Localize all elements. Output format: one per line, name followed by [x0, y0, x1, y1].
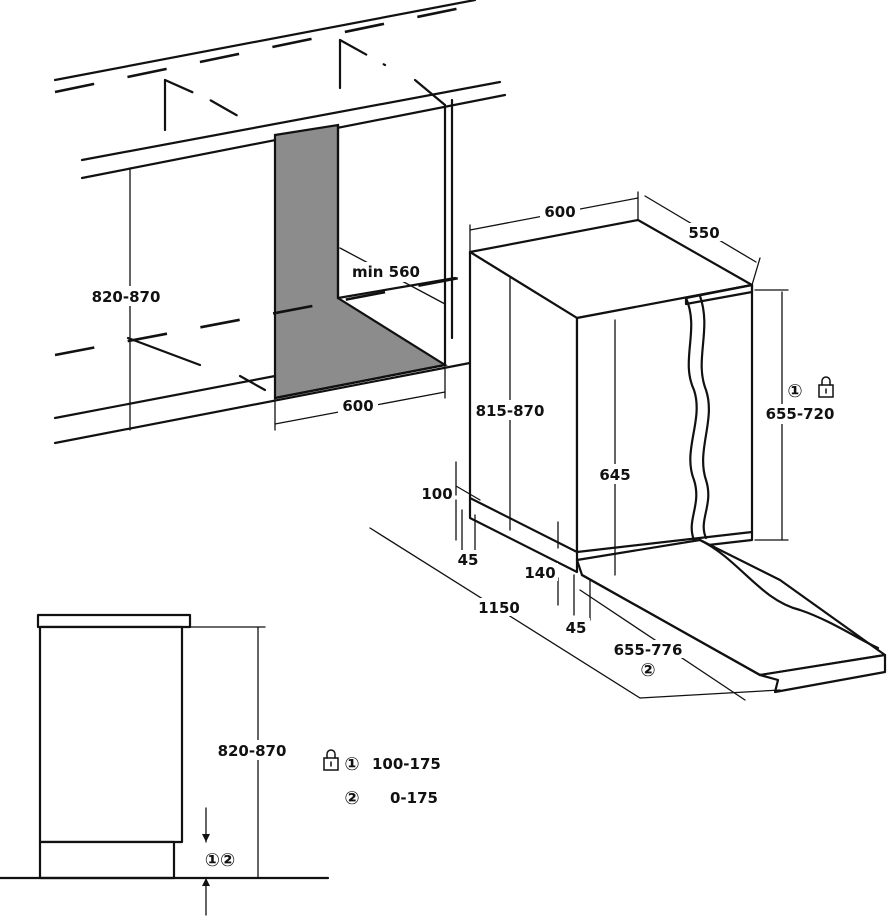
door-height-label: 645	[599, 466, 630, 484]
appliance-depth-ext	[751, 257, 761, 286]
niche-hidden-line-2	[163, 78, 247, 122]
legend-value-1: 100-175	[372, 755, 441, 773]
appliance-depth-label: 550	[688, 224, 719, 242]
niche-hidden-line-5	[413, 78, 447, 107]
total-depth-ext	[639, 689, 781, 699]
plinth-setback-label: 45	[458, 551, 479, 569]
legend: ① 100-175 ② 0-175	[323, 749, 441, 809]
niche-height-label: 820-870	[92, 288, 161, 306]
worktop-back-edge	[54, 3, 476, 94]
niche-width-label: 600	[342, 397, 373, 415]
floor-niche-front	[273, 363, 447, 400]
side-view-plinth	[38, 840, 176, 880]
appliance-view: 600 550 815-870 645 655-720 ① 100	[369, 191, 887, 701]
side-view: 820-870 ①② ① 100-175 ② 0-175	[0, 613, 441, 916]
niche-side-wall	[273, 123, 448, 400]
open-door-panel-edge	[698, 538, 880, 650]
appliance-height-label: 815-870	[476, 402, 545, 420]
open-door-marker: ②	[640, 660, 655, 681]
lock-icon	[323, 749, 339, 771]
lock-icon	[818, 376, 834, 398]
open-door-thickness	[758, 653, 887, 694]
adjust-arrow-bottom-head	[202, 878, 210, 886]
toe-setback-label: 45	[566, 619, 587, 637]
side-height-label: 820-870	[218, 742, 287, 760]
door-panel-cut-line-1	[684, 296, 698, 542]
legend-marker-1: ①	[344, 754, 359, 775]
plinth-leader	[455, 485, 481, 501]
appliance-front	[575, 283, 754, 554]
appliance-width-label: 600	[544, 203, 575, 221]
worktop-front-edge-upper	[80, 80, 502, 162]
side-view-cabinet	[38, 625, 184, 844]
door-panel-label: 655-720	[766, 405, 835, 423]
open-door-front-edge	[580, 573, 762, 677]
toe-label: 140	[524, 564, 555, 582]
open-door-label: 655-776	[614, 641, 683, 659]
legend-marker-2: ②	[344, 788, 359, 809]
niche-view: 820-870 600 min 560	[53, 0, 507, 445]
niche-hidden-line-4	[338, 38, 387, 67]
legend-value-2: 0-175	[390, 789, 438, 807]
side-view-worktop	[36, 613, 192, 629]
floor-hidden-line-1	[126, 336, 202, 367]
side-adjust-markers: ①②	[205, 850, 235, 871]
total-depth-label: 1150	[478, 599, 520, 617]
plinth-height-label: 100	[421, 485, 452, 503]
door-panel-marker: ①	[787, 381, 802, 402]
floor-front-edge-left	[53, 374, 277, 420]
floor-hidden-line-2	[238, 374, 267, 392]
niche-min-width-label: min 560	[352, 263, 420, 281]
door-panel-cut-line-2	[698, 294, 710, 540]
floor-front-edge-lower	[53, 360, 477, 445]
worktop-top-edge	[53, 0, 477, 82]
door-panel-top-edge	[684, 283, 754, 306]
adjust-arrow-top-head	[202, 834, 210, 842]
